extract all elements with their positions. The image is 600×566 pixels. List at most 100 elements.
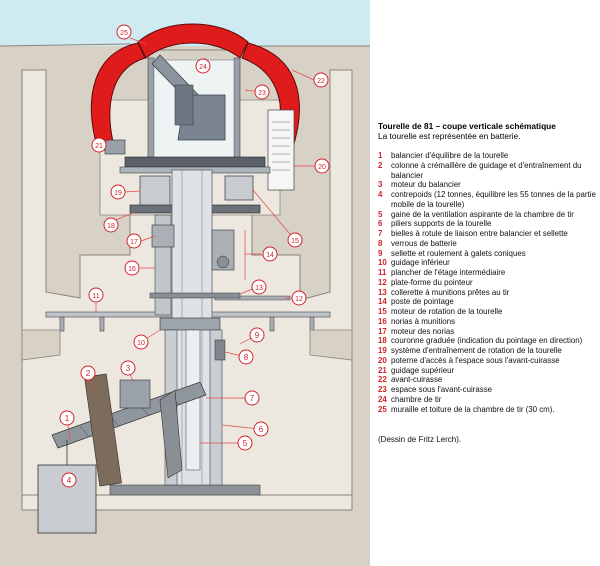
legend-item-text: plancher de l'étage intermédiaire — [391, 268, 506, 277]
pointing-wheel — [216, 255, 230, 269]
legend-item-text: avant-cuirasse — [391, 375, 443, 385]
legend-item-text: collerette à munitions prêtes au tir — [391, 287, 510, 297]
callout-12: 12 — [291, 290, 307, 306]
legend-item-number: 11 — [378, 268, 387, 277]
callout-11: 11 — [88, 287, 104, 303]
pointer-lines — [66, 37, 315, 486]
callout-6-label: 6 — [259, 425, 264, 434]
legend-item: 19 système d'entraînement de rotation de … — [378, 346, 596, 356]
callout-24: 24 — [195, 58, 211, 74]
legend-item-text: norias à munitions — [391, 316, 456, 326]
legend-item-number: 17 — [378, 326, 387, 336]
lower-guide — [159, 317, 221, 331]
callout-18-label: 18 — [107, 223, 115, 230]
upper-guide — [104, 139, 126, 155]
callout-8: 8 — [238, 349, 254, 365]
callout-22: 22 — [313, 72, 329, 88]
legend-item-text: sellette et roulement à galets coniques — [391, 248, 526, 258]
legend-item-number: 21 — [378, 365, 387, 375]
legend-item-text: colonne à crémaillère de guidage et d'en… — [391, 160, 582, 180]
legend-item-number: 25 — [378, 404, 387, 414]
legend-item-text: couronne graduée (indication du pointage… — [391, 336, 583, 346]
callout-2: 2 — [80, 365, 96, 381]
callout-17-label: 17 — [130, 239, 138, 246]
callout-21-label: 21 — [95, 143, 103, 150]
legend-item-text: moteur du balancier — [391, 180, 461, 190]
rack-column — [84, 373, 122, 487]
callout-10-label: 10 — [137, 340, 145, 347]
callout-14-label: 14 — [266, 252, 274, 259]
legend-item-number: 2 — [378, 160, 383, 170]
ground-surface — [0, 43, 370, 51]
legend-item: 9 sellette et roulement à galets coniques — [378, 249, 596, 259]
legend-item-number: 19 — [378, 346, 387, 355]
rotation-motor — [224, 175, 254, 201]
callout-16-label: 16 — [128, 266, 136, 273]
legend-item: 11 plancher de l'étage intermédiaire — [378, 268, 596, 278]
callout-21: 21 — [91, 137, 107, 153]
legend-item-number: 7 — [378, 229, 383, 238]
legend-item-number: 16 — [378, 316, 387, 326]
legend-item-number: 12 — [378, 277, 387, 287]
legend-item-text: moteur des norias — [391, 326, 455, 336]
rotation-drive — [139, 175, 171, 207]
callout-20: 20 — [314, 158, 330, 174]
callout-4: 4 — [61, 472, 77, 488]
legend-list: 1 balancier d'équilibre de la tourelle 2 co… — [378, 151, 596, 414]
legend-item: 7 bielles à rotule de liaison entre balan… — [378, 229, 596, 239]
beam-motor — [119, 379, 151, 409]
callout-13-label: 13 — [255, 285, 263, 292]
lower-ledge-right — [309, 329, 353, 361]
callout-20-label: 20 — [318, 164, 326, 171]
callout-23: 23 — [254, 84, 270, 100]
legend-item-number: 8 — [378, 238, 383, 248]
callout-25: 25 — [116, 24, 132, 40]
support-pillar-right — [209, 329, 223, 486]
legend-item-text: balancier d'équilibre de la tourelle — [391, 151, 509, 160]
callout-15: 15 — [287, 232, 303, 248]
callout-24-label: 24 — [199, 64, 207, 71]
callout-9: 9 — [249, 327, 265, 343]
legend-item-text: gaine de la ventilation aspirante de la … — [391, 209, 574, 219]
legend-item-text: verrous de batterie — [391, 238, 457, 248]
legend-item-text: système d'entraînement de rotation de la… — [391, 346, 562, 355]
legend-item-number: 1 — [378, 151, 383, 160]
legend-item-text: moteur de rotation de la tourelle — [391, 307, 503, 316]
legend-item-number: 15 — [378, 307, 387, 316]
legend-item-number: 24 — [378, 394, 387, 404]
turret-roof — [137, 23, 249, 59]
legend-item-number: 3 — [378, 180, 383, 190]
legend-item: 1 balancier d'équilibre de la tourelle — [378, 151, 596, 161]
legend-item-text: piliers supports de la tourelle — [391, 219, 492, 229]
legend-item-text: contrepoids (12 tonnes, équilibre les 55… — [391, 190, 596, 209]
callout-6: 6 — [253, 421, 269, 437]
turret-wall-right — [233, 57, 241, 159]
ammunition-collar — [149, 292, 241, 299]
legend-item-number: 20 — [378, 355, 387, 365]
callout-4-label: 4 — [67, 476, 72, 485]
callout-7: 7 — [244, 390, 260, 406]
legend-item-number: 23 — [378, 385, 387, 394]
gun-breech — [174, 84, 194, 126]
legend-item-number: 18 — [378, 336, 387, 346]
base-slab — [109, 484, 261, 496]
callout-7-label: 7 — [250, 394, 255, 403]
connecting-rods — [159, 389, 183, 479]
legend-item-text: bielles à rotule de liaison entre balanc… — [391, 229, 568, 238]
turret-wall-left — [147, 57, 155, 159]
legend-item-number: 9 — [378, 248, 383, 258]
callout-14: 14 — [262, 246, 278, 262]
legend-item: 17 moteur des norias — [378, 327, 596, 337]
callout-15-label: 15 — [291, 238, 299, 245]
legend-item: 16 norias à munitions — [378, 317, 596, 327]
